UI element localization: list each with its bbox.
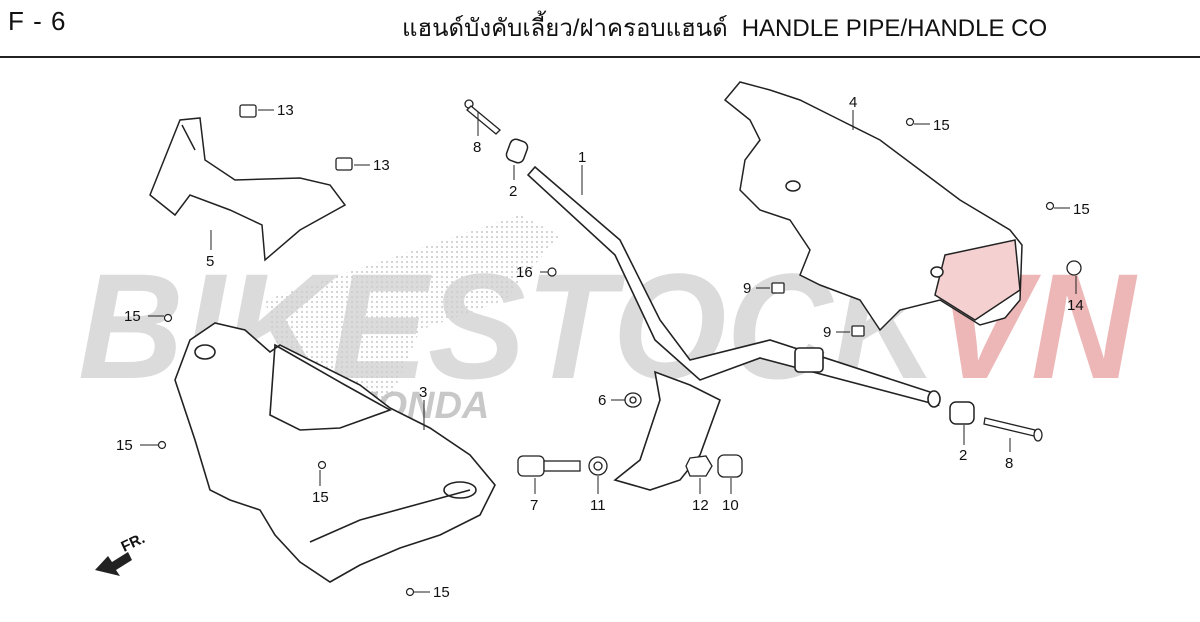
callout-15-center: 15	[312, 489, 329, 506]
bolt-7	[517, 455, 581, 477]
callout-10: 10	[722, 497, 739, 514]
part-4-rear-cover	[723, 81, 1023, 332]
bolt-8-upper	[464, 99, 501, 135]
callout-4: 4	[849, 94, 857, 111]
nut-12	[685, 455, 713, 477]
callout-8-right: 8	[1005, 455, 1013, 472]
page-code: F - 6	[8, 6, 67, 36]
title-english: HANDLE PIPE/HANDLE CO	[741, 15, 1048, 42]
washer-6	[624, 392, 642, 408]
callout-6: 6	[598, 392, 606, 409]
callout-9-right: 9	[823, 324, 831, 341]
clip-13-upper	[239, 104, 257, 118]
callout-3: 3	[419, 384, 427, 401]
callout-13-upper: 13	[277, 102, 294, 119]
bolt-8-right	[983, 417, 1043, 442]
screw-15-group	[157, 117, 1055, 597]
bracket-9-left	[771, 282, 785, 294]
title-thai: แฮนด์บังคับเลี้ยว/ฝาครอบแฮนด์	[402, 15, 728, 42]
leader-lines	[140, 109, 1077, 593]
callout-7: 7	[530, 497, 538, 514]
part-5-front-cover-trim	[149, 117, 347, 262]
parts-diagram: HONDA BIKESTOCK VN	[78, 81, 1138, 601]
rubber-10	[717, 454, 743, 478]
callout-2-right: 2	[959, 447, 967, 464]
callout-15-right: 15	[1073, 201, 1090, 218]
callout-16: 16	[516, 264, 533, 281]
callout-11: 11	[590, 497, 606, 514]
collar-11	[588, 456, 608, 476]
clip-13-lower	[335, 157, 353, 171]
callout-12: 12	[692, 497, 709, 514]
callout-9-left: 9	[743, 280, 751, 297]
callout-13-lower: 13	[373, 157, 390, 174]
callout-15-left: 15	[124, 308, 141, 325]
front-direction-label: FR.	[119, 530, 148, 556]
grip-end-2-upper	[505, 138, 529, 164]
grip-end-2-right	[949, 401, 975, 425]
watermark-wing-logo	[265, 215, 560, 410]
callout-2-upper: 2	[509, 183, 517, 200]
callout-5: 5	[206, 253, 214, 270]
callout-1: 1	[578, 149, 586, 166]
bracket-9-right	[851, 325, 865, 337]
callout-8-upper: 8	[473, 139, 481, 156]
callout-15-lower-left: 15	[116, 437, 133, 454]
front-direction-arrow: FR.	[95, 530, 148, 576]
screw-14	[1066, 260, 1082, 276]
callout-14: 14	[1067, 297, 1084, 314]
callout-15-bottom: 15	[433, 584, 450, 601]
part-3-front-cover	[174, 322, 496, 583]
page-header: F - 6 แฮนด์บังคับเลี้ยว/ฝาครอบแฮนด์ HANDL…	[0, 0, 1200, 58]
callout-15-top-right: 15	[933, 117, 950, 134]
page-title: แฮนด์บังคับเลี้ยว/ฝาครอบแฮนด์ HANDLE PIPE…	[402, 8, 1047, 47]
